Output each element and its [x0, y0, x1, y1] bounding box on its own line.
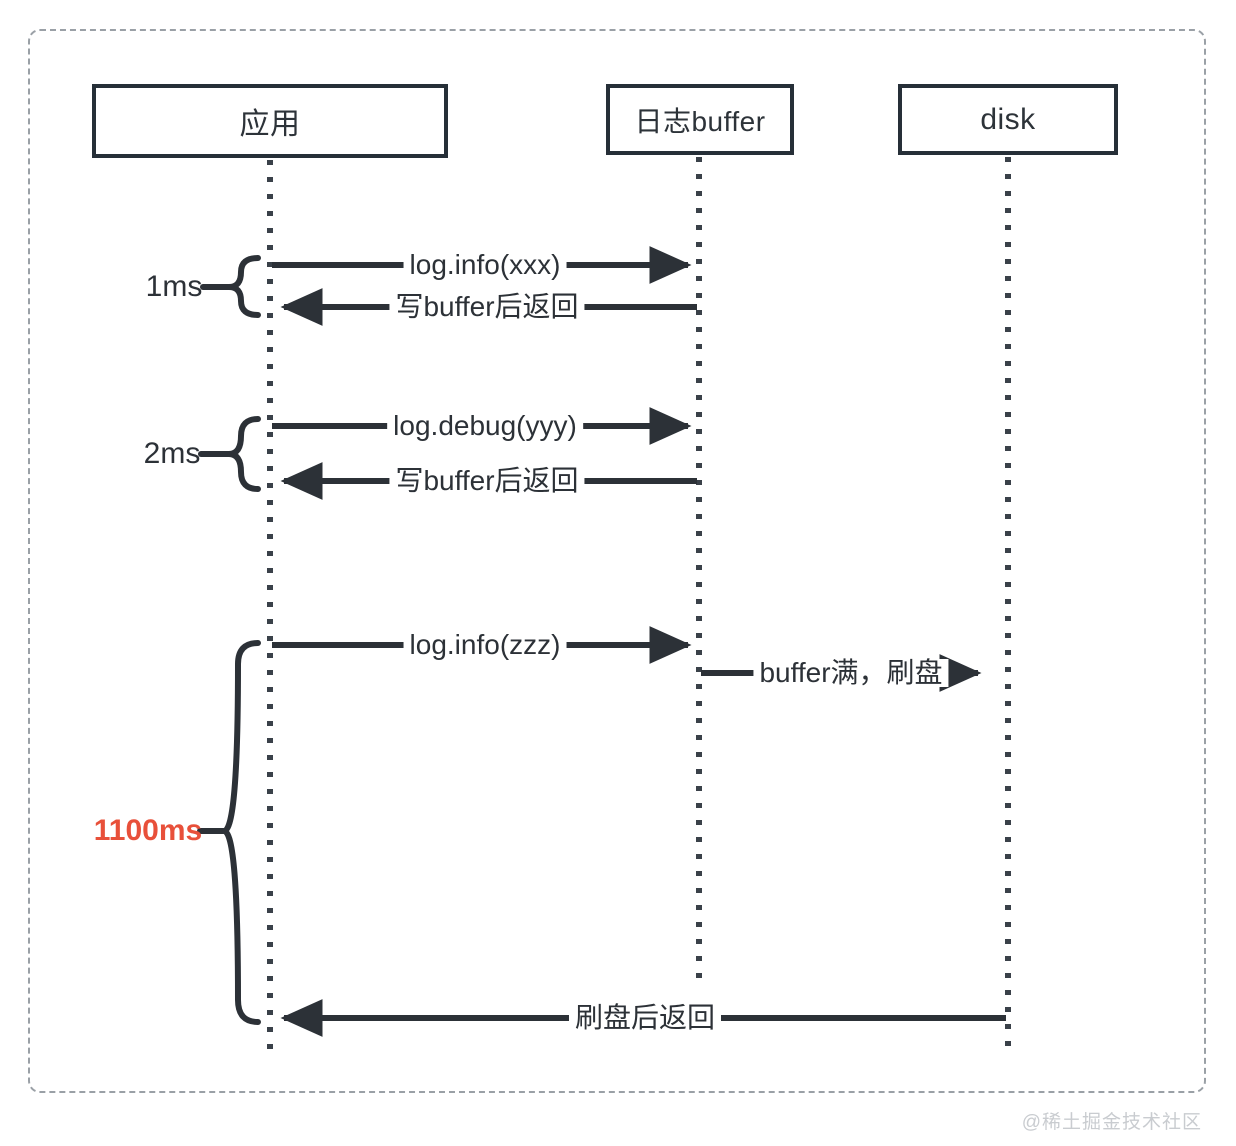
brace-1ms	[228, 255, 261, 318]
message-label-log-debug-yyy: log.debug(yyy)	[387, 412, 583, 440]
message-label-write-buffer-return-1: 写buffer后返回	[389, 293, 585, 321]
message-label-buffer-full-flush: buffer满，刷盘	[753, 659, 949, 687]
brace-1100ms	[222, 640, 261, 1025]
participant-label-buffer: 日志buffer	[634, 105, 766, 137]
duration-label-1100ms: 1100ms	[93, 814, 203, 847]
message-label-flush-return: 刷盘后返回	[568, 1004, 722, 1032]
participant-box-buffer[interactable]: 日志buffer	[606, 84, 794, 155]
participant-box-app[interactable]: 应用	[92, 84, 448, 158]
message-label-log-info-xxx: log.info(xxx)	[403, 251, 567, 279]
duration-label-1ms: 1ms	[145, 270, 203, 303]
message-arrows	[272, 246, 1006, 1037]
brace-2ms	[228, 416, 261, 492]
watermark: @稀土掘金技术社区	[1021, 1112, 1202, 1133]
message-label-log-info-zzz: log.info(zzz)	[403, 631, 567, 659]
participant-label-app: 应用	[239, 108, 301, 141]
participant-box-disk[interactable]: disk	[898, 84, 1118, 155]
lifelines	[267, 157, 1011, 1050]
duration-label-2ms: 2ms	[143, 437, 201, 470]
duration-braces	[197, 255, 261, 1025]
message-label-write-buffer-return-2: 写buffer后返回	[389, 467, 585, 495]
participant-label-disk: disk	[980, 102, 1036, 136]
diagram-frame-border	[28, 29, 1206, 1093]
